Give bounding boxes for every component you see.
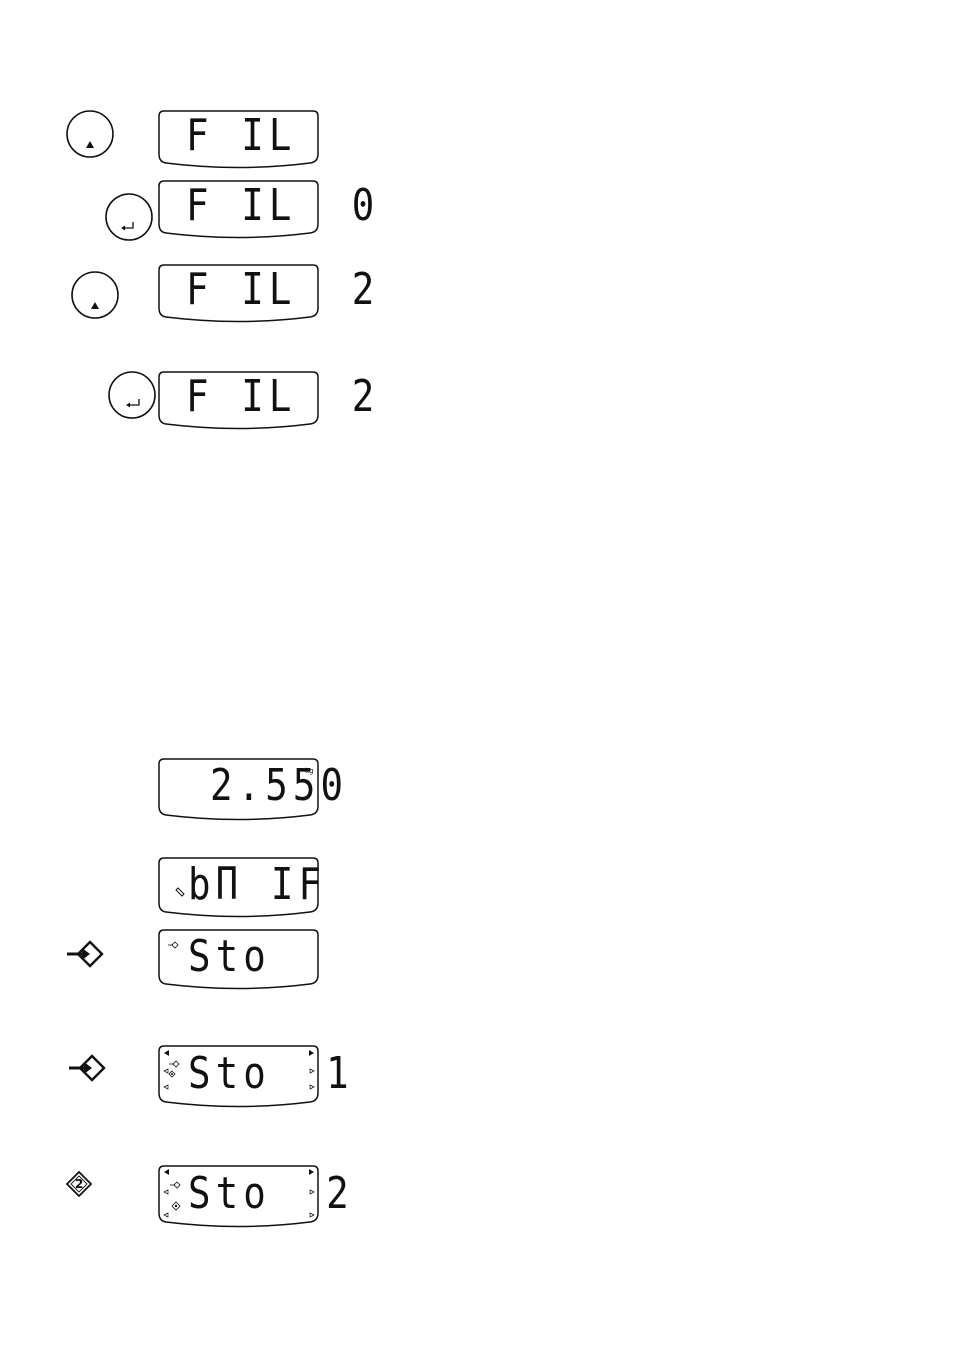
store-indicator-icon bbox=[168, 942, 178, 948]
display-text: Sto bbox=[188, 935, 326, 979]
up-arrow-key-icon bbox=[71, 271, 121, 321]
lcd-display-9: Sto 2 bbox=[158, 1165, 320, 1227]
store-arrow-diamond-icon bbox=[66, 938, 106, 972]
display-text: F IL 2 bbox=[186, 375, 324, 419]
store-arrow-diamond-icon bbox=[68, 1052, 108, 1086]
lcd-display-3: F IL 2 bbox=[158, 264, 320, 322]
enter-key-icon bbox=[108, 371, 158, 421]
enter-key-icon bbox=[105, 193, 155, 243]
lcd-display-2: F IL 0 bbox=[158, 180, 320, 238]
store-2-key-button[interactable]: 2 bbox=[66, 1171, 94, 1199]
weight-unit: kg bbox=[305, 768, 314, 775]
display-text: bΠ IF bbox=[188, 863, 326, 907]
lcd-display-weight: 2.550 kg bbox=[158, 758, 320, 820]
lcd-display-1: F IL bbox=[158, 110, 320, 168]
lcd-display-8: Sto 1 bbox=[158, 1045, 320, 1107]
display-text: F IL 2 bbox=[186, 268, 324, 312]
lcd-display-7: Sto bbox=[158, 929, 320, 989]
display-text: F IL 0 bbox=[186, 184, 324, 228]
display-text: Sto 2 bbox=[188, 1172, 326, 1216]
weight-value: 2.550 bbox=[210, 764, 348, 808]
lcd-display-6: bΠ IF bbox=[158, 857, 320, 917]
store-2-label: 2 bbox=[75, 1177, 83, 1191]
store-indicator-icon bbox=[170, 1182, 180, 1210]
store-indicator-icon bbox=[169, 1061, 179, 1077]
up-key-button-2[interactable] bbox=[71, 271, 121, 321]
enter-key-button-1[interactable] bbox=[105, 193, 155, 243]
up-key-button-1[interactable] bbox=[66, 110, 116, 160]
store-key-button-1[interactable] bbox=[66, 938, 106, 972]
up-arrow-key-icon bbox=[66, 110, 116, 160]
left-arrow-indicators-icon bbox=[164, 1050, 169, 1089]
pencil-indicator-icon bbox=[176, 888, 184, 896]
left-arrow-indicators-icon bbox=[164, 1169, 169, 1217]
store-key-button-2[interactable] bbox=[68, 1052, 108, 1086]
lcd-display-4: F IL 2 bbox=[158, 371, 320, 429]
enter-key-button-2[interactable] bbox=[108, 371, 158, 421]
display-text: F IL bbox=[186, 114, 324, 158]
display-text: Sto 1 bbox=[188, 1052, 326, 1096]
